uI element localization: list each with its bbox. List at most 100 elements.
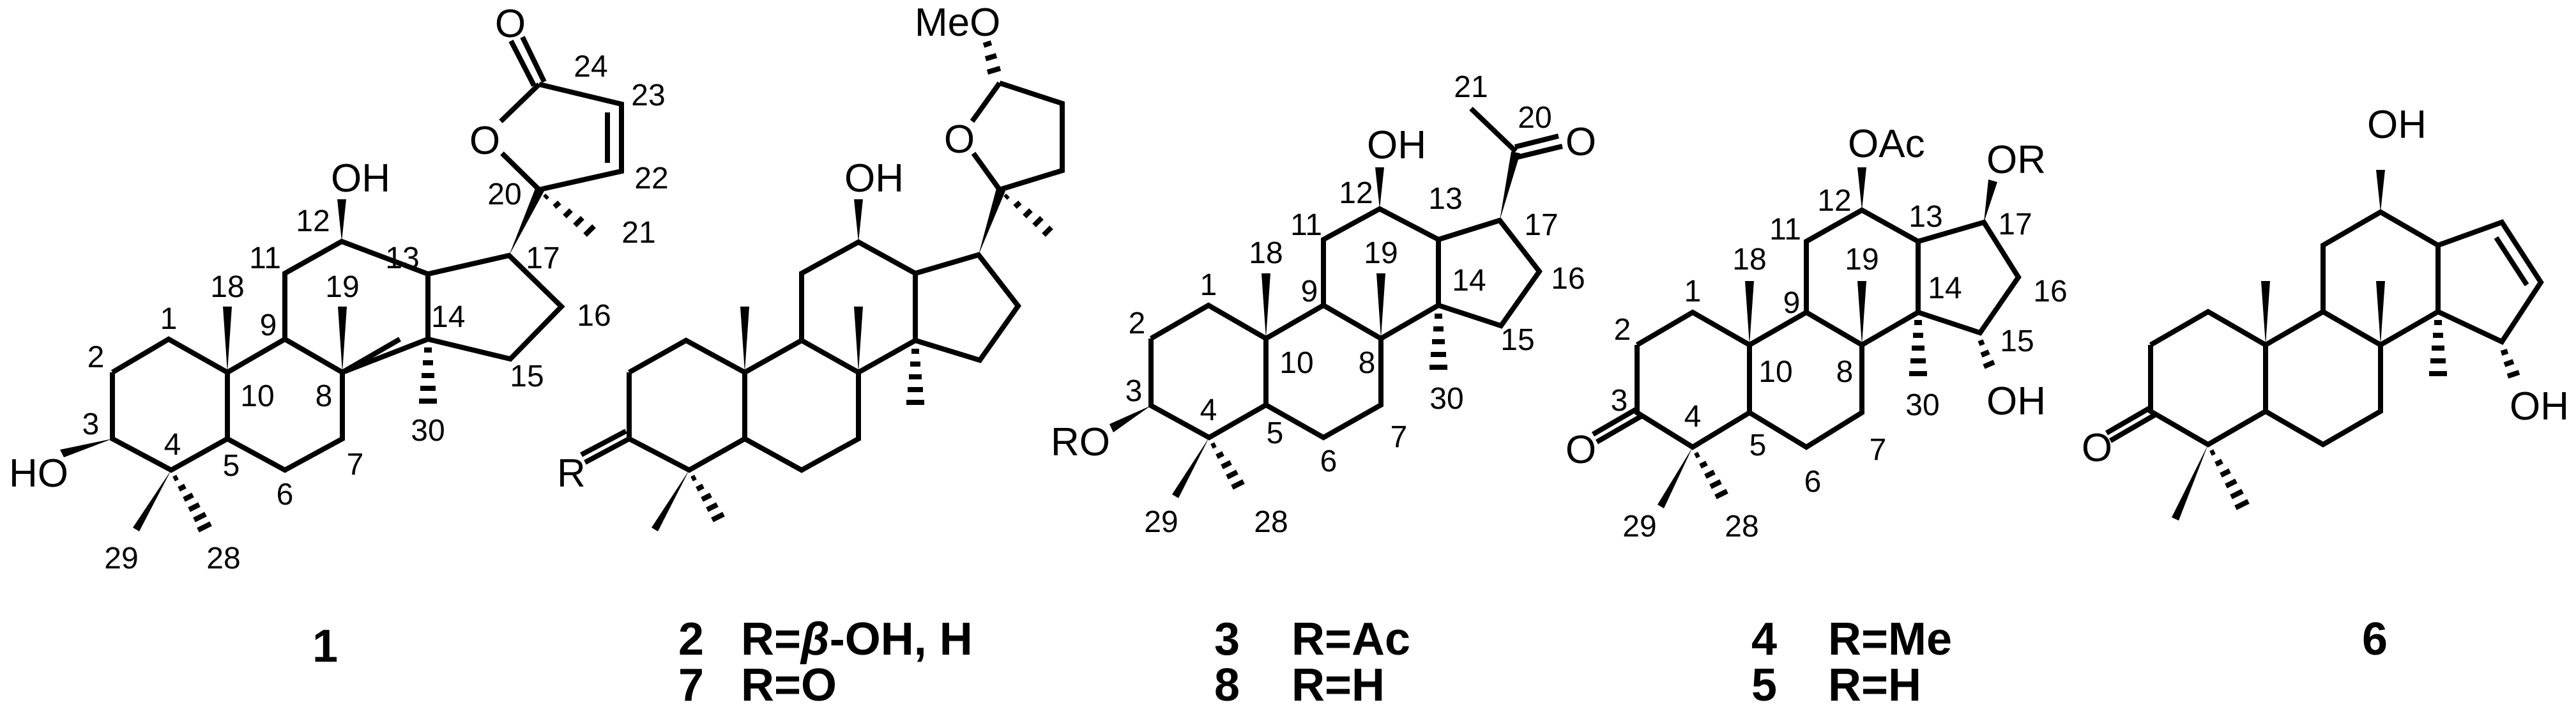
svg-text:8: 8 [316, 379, 333, 413]
svg-text:19: 19 [325, 270, 359, 304]
svg-text:9: 9 [1783, 286, 1801, 320]
svg-text:2: 2 [1614, 313, 1631, 347]
svg-text:19: 19 [1845, 243, 1879, 277]
c15-hydroxyl: OH [2510, 384, 2569, 429]
svg-text:7: 7 [1391, 420, 1408, 454]
svg-text:11: 11 [249, 241, 281, 275]
lactone-ring-oxygen: O [469, 119, 500, 163]
svg-text:21: 21 [621, 216, 655, 250]
svg-text:14: 14 [1452, 264, 1486, 298]
hash-bond-methoxy [982, 40, 1002, 75]
svg-text:R=H: R=H [1828, 660, 1921, 711]
c3-r-group: R [557, 452, 586, 496]
svg-text:1: 1 [1200, 268, 1217, 302]
svg-text:9: 9 [1301, 275, 1318, 308]
svg-text:29: 29 [104, 542, 138, 575]
svg-text:12: 12 [1339, 176, 1373, 210]
hash-bond-c30 [1429, 314, 1447, 370]
svg-text:13: 13 [1909, 200, 1942, 234]
svg-text:3: 3 [1611, 384, 1628, 418]
svg-text:18: 18 [1249, 236, 1283, 270]
compound-number-6: 6 [2362, 614, 2388, 665]
hash-bond-c15-oh [2500, 349, 2520, 379]
c20-carbonyl-oxygen: O [1566, 120, 1596, 164]
svg-text:R=H: R=H [1292, 660, 1385, 711]
hash-bond-c30 [906, 349, 924, 405]
compound-3-structure: O OH RO 1 2 3 4 5 6 7 8 9 10 11 12 13 14… [1051, 70, 1596, 711]
atom-numbers-compound-3: 1 2 3 4 5 6 7 8 9 10 11 12 13 14 15 16 1… [1125, 70, 1585, 539]
compound-1-structure: O O OH HO 1 2 3 4 5 6 7 8 9 10 11 12 13 … [9, 2, 669, 672]
svg-text:28: 28 [1725, 510, 1758, 544]
hash-bond-c28 [2209, 449, 2250, 510]
svg-text:16: 16 [2033, 275, 2067, 308]
svg-text:1: 1 [1684, 275, 1702, 308]
svg-text:18: 18 [210, 270, 244, 304]
svg-text:8: 8 [1836, 355, 1854, 389]
c12-hydroxyl: OH [1367, 123, 1426, 167]
svg-text:14: 14 [431, 300, 465, 334]
svg-text:8: 8 [1214, 660, 1240, 711]
svg-text:10: 10 [240, 379, 274, 413]
svg-text:7: 7 [1870, 433, 1887, 467]
svg-text:11: 11 [1769, 213, 1801, 247]
c15-hydroxyl: OH [1986, 379, 2046, 423]
svg-text:5: 5 [1749, 429, 1767, 462]
svg-text:16: 16 [1551, 262, 1585, 296]
svg-text:24: 24 [574, 50, 607, 84]
svg-text:19: 19 [1364, 236, 1398, 270]
hash-bond-c28 [1210, 442, 1245, 490]
svg-text:20: 20 [487, 178, 521, 211]
hash-bond-c30 [2429, 320, 2447, 376]
compound-2-structure: O MeO OH R 2 R=β-OH, H 7 R=O [557, 1, 1065, 711]
svg-text:15: 15 [510, 360, 544, 393]
c3-hydroxyl: HO [9, 452, 68, 496]
svg-text:3: 3 [1214, 614, 1240, 665]
svg-text:12: 12 [1817, 184, 1851, 218]
svg-text:4: 4 [164, 428, 181, 462]
svg-text:7: 7 [347, 448, 364, 482]
svg-text:R=O: R=O [741, 660, 837, 711]
c12-acetoxy: OAc [1848, 122, 1925, 166]
c17-or-group: OR [1986, 138, 2046, 182]
svg-text:4: 4 [1751, 614, 1777, 665]
hash-bond-c28 [1694, 452, 1728, 499]
svg-text:14: 14 [1928, 271, 1962, 305]
c3-ro-group: RO [1051, 420, 1110, 464]
svg-text:6: 6 [277, 478, 294, 512]
hash-bond-c28 [690, 475, 725, 522]
svg-text:29: 29 [1622, 510, 1656, 544]
svg-text:30: 30 [411, 414, 445, 448]
svg-text:6: 6 [1320, 445, 1338, 478]
compound-4-structure: O OAc OR OH 1 2 3 4 5 6 7 8 9 10 11 12 1… [1566, 122, 2068, 711]
svg-text:13: 13 [1428, 182, 1462, 216]
svg-text:4: 4 [1684, 400, 1702, 434]
methoxy-group: MeO [915, 1, 1000, 45]
lactone-carbonyl-oxygen: O [495, 2, 526, 46]
svg-text:16: 16 [577, 299, 611, 333]
svg-text:22: 22 [634, 162, 668, 195]
c12-hydroxyl: OH [2367, 103, 2427, 147]
svg-text:3: 3 [1125, 374, 1143, 408]
svg-text:29: 29 [1144, 505, 1178, 539]
hash-bond-c15-oh [1978, 339, 1995, 369]
svg-text:17: 17 [526, 241, 560, 275]
svg-text:10: 10 [1279, 346, 1313, 380]
svg-text:2: 2 [678, 614, 704, 665]
svg-text:9: 9 [260, 308, 277, 342]
svg-text:2: 2 [88, 340, 105, 374]
svg-text:15: 15 [2000, 324, 2034, 358]
svg-text:17: 17 [1998, 208, 2032, 241]
compound-6-structure: O OH OH 6 [2082, 103, 2569, 665]
svg-text:R=β-OH, H: R=β-OH, H [741, 614, 973, 665]
svg-text:21: 21 [1454, 70, 1488, 104]
hash-bond-c21 [543, 194, 596, 237]
svg-text:13: 13 [385, 241, 419, 275]
svg-text:5: 5 [1751, 660, 1777, 711]
hash-bond-c21 [1003, 194, 1053, 237]
thf-ring-oxygen: O [944, 118, 975, 162]
svg-text:15: 15 [1500, 323, 1534, 357]
svg-text:R=Ac: R=Ac [1292, 614, 1410, 665]
svg-text:10: 10 [1758, 355, 1792, 389]
svg-text:17: 17 [1524, 208, 1558, 242]
